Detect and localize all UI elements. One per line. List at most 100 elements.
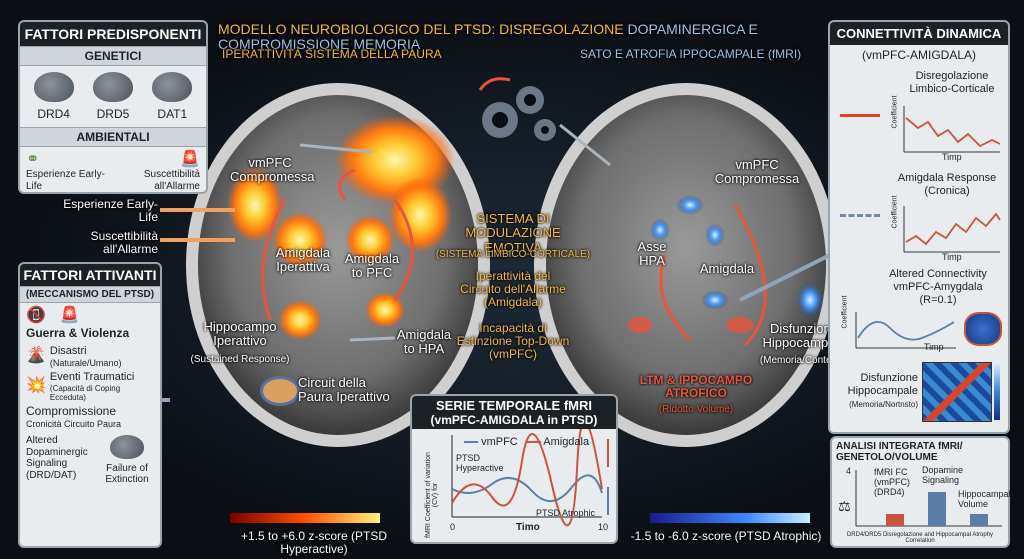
right-brain — [546, 95, 826, 435]
an-header: ANALISI INTEGRATA fMRI/ GENETOLO/VOLUME — [836, 441, 963, 463]
fa-altered: Altered Dopaminergic Signaling (DRD/DAT) — [26, 435, 88, 481]
cd-brain-icon — [964, 312, 1002, 346]
label-early: Esperienze Early-Life — [63, 197, 158, 225]
rb-asse: Asse HPA — [637, 239, 667, 269]
arrow-top-cycle — [337, 168, 356, 201]
panel-analisi: ANALISI INTEGRATA fMRI/ GENETOLO/VOLUME … — [830, 436, 1011, 548]
arrow-left-cycle — [261, 199, 287, 321]
title-sub-left: IPERATTIVITÀ SISTEMA DELLA PAURA — [222, 47, 442, 61]
center-sistema-sub: (SISTEMA LIMBICO-CORTICALE) — [435, 249, 591, 260]
cd-sub: (vmPFC-AMIGDALA) — [862, 48, 976, 62]
gene-drd4: DRD4 — [33, 72, 74, 121]
cd-coeff2: Coefficient — [891, 195, 899, 229]
serie-ylabel: fMRI Coefficient of variation (CV) for — [425, 452, 439, 538]
blob-right-asse — [650, 218, 670, 242]
fa-disastri-sub: (Naturale/Umano) — [49, 357, 122, 368]
center-sistema: SISTEMA DI MODULAZIONE EMOTIVA — [465, 211, 561, 255]
rb-disf-sub: (Memoria/Contesto) — [759, 355, 849, 366]
colorbar-cold — [650, 513, 810, 523]
phone-icon: 📵 — [26, 307, 46, 324]
fa-icons-guerra: 📵🚨 — [26, 307, 154, 325]
fa-disastri-row: 🌋Disastri(Naturale/Umano) — [26, 345, 154, 368]
gene-label: DRD5 — [96, 107, 130, 121]
panel-fattori-attivanti: FATTORI ATTIVANTI (MECCANISMO DEL PTSD) … — [18, 262, 162, 548]
blob-amig-pfc — [345, 215, 395, 265]
volcano-icon: 🌋 — [26, 347, 46, 365]
gene-label: DRD4 — [37, 107, 70, 121]
label-susc: Suscettibilità all'Allarme — [90, 229, 158, 257]
cd-coeff3: Coefficient — [841, 295, 849, 329]
fp-genetici: GENETICI — [20, 46, 206, 66]
blob-hpa — [365, 292, 405, 328]
fa-compr-sub: Cronicità Circuito Paura — [26, 418, 122, 429]
blob-right-ltm — [726, 317, 754, 333]
network-icon: ⚭ — [26, 151, 40, 168]
arrow-grey-gears — [559, 123, 611, 167]
colorbar-right-label: -1.5 to -6.0 z-score (PTSD Atrophic) — [630, 529, 822, 543]
fa-compr: Compromissione — [26, 404, 117, 419]
fa-sub: (MECCANISMO DEL PTSD) — [20, 286, 160, 303]
cd-disf-sub: (Memoria/Nortnsto) — [849, 400, 918, 409]
fa-failure-col: Failure of Extinction — [100, 435, 154, 486]
lb-ippo-sub: (Sustained Response) — [190, 354, 290, 365]
an-bar-dop — [928, 492, 946, 526]
legend-b: Amigdala — [543, 436, 590, 448]
alarm-icon: 🚨 — [180, 151, 200, 168]
cd-d1: Disregolazione Limbico-Corticale — [909, 70, 995, 95]
rb-ltm-sub: (Ridotto Volume) — [658, 404, 734, 415]
rb-disf: Disfunzione Hippocampale — [762, 321, 846, 351]
blob-ippo — [278, 300, 322, 340]
lb-vmpfc: vmPFC Compromessa — [230, 155, 315, 185]
cd-arrow1 — [840, 114, 880, 117]
cd-timp3: Timp — [924, 342, 944, 352]
lb-amig-hpa: Amigdala to HPA — [396, 327, 452, 357]
blob-amigdala — [272, 212, 328, 268]
gears-icon — [478, 77, 556, 141]
title-part1: MODELLO NEUROBIOLOGICO DEL PTSD: DISREGO… — [218, 21, 624, 37]
gene-dat1: DAT1 — [152, 72, 193, 121]
fa-eventi-row: 💥Eventi Traumatici(Capacità di Coping Ec… — [26, 371, 154, 402]
cd-chart3 — [855, 312, 956, 349]
fa-body: 📵🚨 Guerra & Violenza 🌋Disastri(Naturale/… — [20, 303, 160, 490]
brain-icon — [33, 72, 74, 102]
blob-left-lateral — [227, 167, 283, 243]
gene-drd5: DRD5 — [92, 72, 133, 121]
env-row: ⚭Esperienze Early-Life 🚨Suscettibilità a… — [20, 147, 206, 196]
siren-icon: 🚨 — [59, 307, 80, 324]
cd-chart2 — [903, 206, 1001, 253]
rb-ltm: LTM & IPPOCAMPO ATROFICO — [639, 373, 753, 401]
blob-right-vmpfc — [676, 195, 704, 215]
genes-row: DRD4 DRD5 DAT1 — [20, 66, 206, 123]
cd-d3-r: (R=0.1) — [919, 294, 957, 306]
legend-a-swatch — [464, 441, 478, 444]
serie-xlabel: Timo — [516, 522, 540, 533]
arrow-right-cycle — [393, 199, 414, 301]
fa-disastri: Disastri — [49, 345, 87, 358]
arrow-grey-hpa — [349, 336, 396, 342]
cd-header: CONNETTIVITÀ DINAMICA — [830, 22, 1008, 45]
center-iper: Iperattività del Circuito dell'Allarme (… — [460, 269, 566, 310]
blob-right-amig — [705, 223, 725, 247]
series-amigdala — [451, 429, 603, 526]
lb-amigdala: Amigdala Iperattiva — [275, 245, 331, 275]
blob-right-lateral — [388, 177, 452, 253]
brain-icon — [110, 435, 144, 460]
serie-chart — [451, 429, 609, 526]
an-scale-icon: ⚖ — [838, 498, 851, 514]
fa-failure: Failure of Extinction — [105, 462, 149, 486]
an-hip: Hippocampal Volume — [958, 489, 1011, 509]
arrow-grey-vmpfc — [299, 143, 373, 154]
serie-hyper: PTSD Hyperactive — [456, 453, 504, 473]
serie-atrophic: PTSD Atrophic — [536, 508, 596, 518]
env-susc: 🚨Suscettibilità all'Allarme — [120, 151, 200, 192]
rb-vmpfc: vmPFC Compromessa — [714, 157, 800, 187]
env-susc-label: Suscettibilità all'Allarme — [143, 169, 200, 192]
circuit-icon — [260, 376, 300, 406]
rb-amigdala: Amigdala — [699, 261, 755, 276]
serie-sub: (vmPFC-AMIGDALA in PTSD) — [412, 413, 616, 429]
fa-eventi-sub: (Capacità di Coping Ecceduta) — [49, 383, 121, 402]
an-fc: fMRI FC (vmPFC) (DRD4) — [874, 467, 910, 497]
gene-label: DAT1 — [157, 107, 188, 121]
an-chart — [855, 470, 1002, 527]
